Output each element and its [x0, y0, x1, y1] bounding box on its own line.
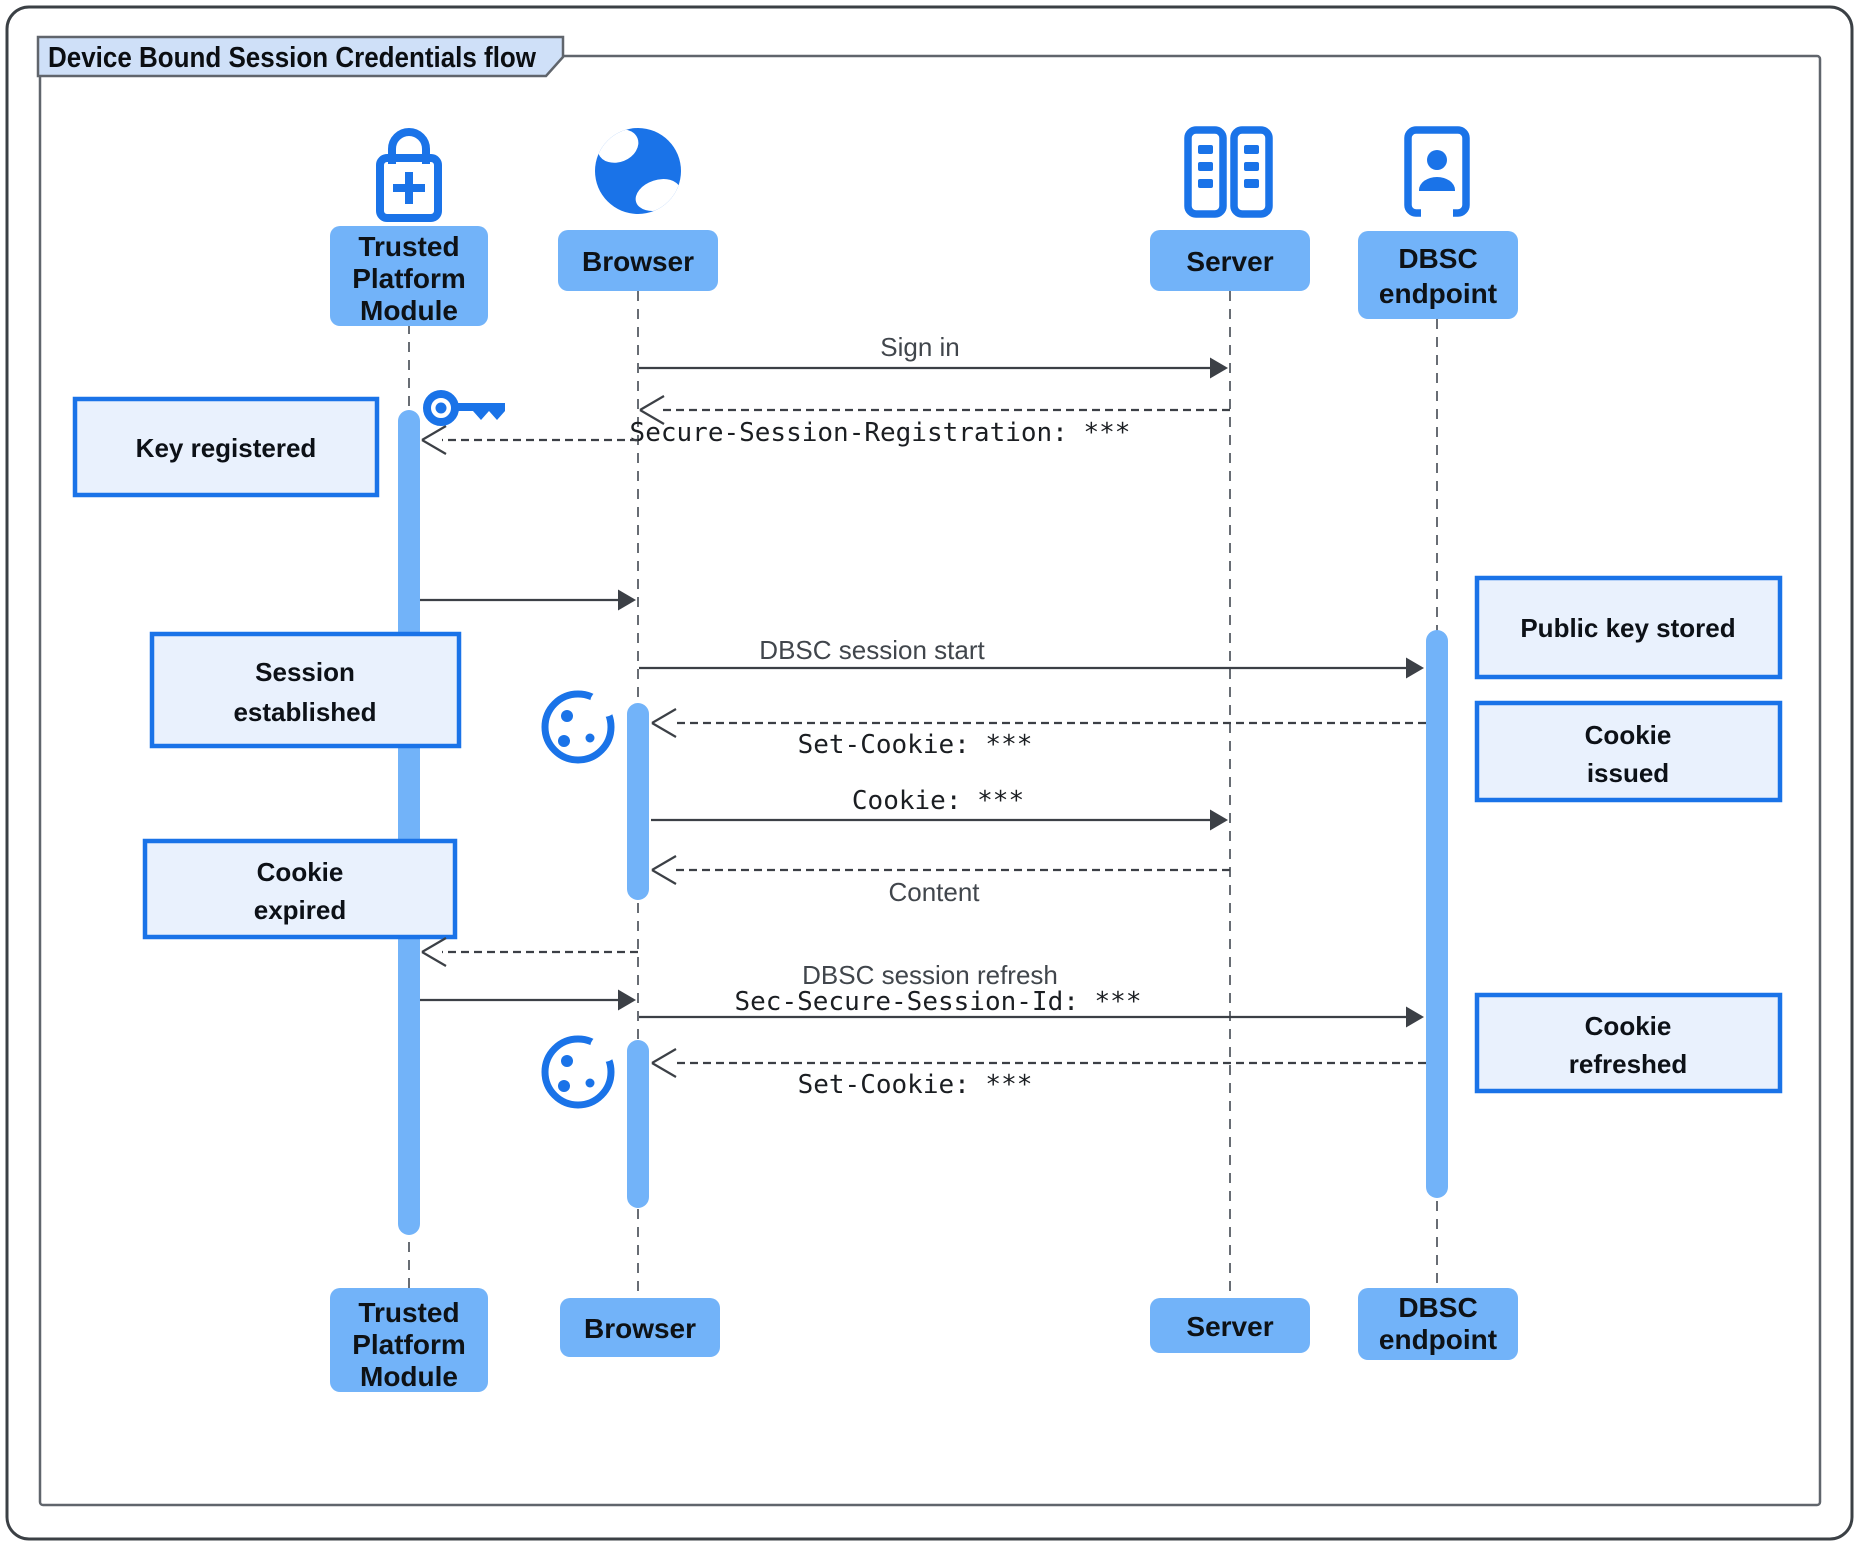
arrowhead-filled — [1210, 809, 1228, 831]
actor-tpm-bottom: Trusted Platform Module — [330, 1288, 488, 1392]
message-sign-in-label: Sign in — [880, 332, 960, 362]
actor-server-top: Server — [1150, 230, 1310, 291]
arrowhead-filled — [1406, 657, 1424, 679]
cookie-icon — [541, 1034, 618, 1109]
message-dbsc-session-refresh-label: DBSC session refresh — [802, 960, 1058, 990]
arrowhead-filled — [1406, 1006, 1424, 1028]
note-cookie-refreshed-line1: Cookie — [1585, 1011, 1672, 1041]
person-door-icon — [1404, 126, 1470, 217]
note-cookie-issued-line2: issued — [1587, 758, 1669, 788]
arrowhead-filled — [618, 589, 636, 611]
note-key-registered-label: Key registered — [136, 433, 317, 463]
actor-tpm-label-line1: Trusted — [358, 231, 459, 262]
message-content-label: Content — [888, 877, 980, 907]
actor-dbsc-bottom-line2: endpoint — [1379, 1324, 1497, 1355]
arrowhead-open — [651, 1048, 677, 1078]
note-cookie-expired-line1: Cookie — [257, 857, 344, 887]
key-icon — [423, 390, 505, 426]
actor-tpm-bottom-line1: Trusted — [358, 1297, 459, 1328]
message-key-ready — [420, 589, 636, 611]
actor-browser-label: Browser — [582, 246, 694, 277]
message-sign-in: Sign in — [639, 332, 1228, 379]
actor-tpm-label-line2: Platform — [352, 263, 466, 294]
actor-dbsc-bottom: DBSC endpoint — [1358, 1288, 1518, 1360]
activation-bar-browser-2 — [627, 1040, 649, 1208]
actor-server-bottom: Server — [1150, 1298, 1310, 1353]
message-set-cookie-1: Set-Cookie: *** — [651, 708, 1426, 760]
arrowhead-open — [421, 425, 447, 455]
arrowhead-filled — [1210, 357, 1228, 379]
actor-dbsc-top: DBSC endpoint — [1358, 231, 1518, 319]
lock-plus-icon — [376, 128, 442, 222]
note-key-registered: Key registered — [72, 396, 380, 498]
cookie-icon — [541, 689, 618, 764]
actor-dbsc-label-line1: DBSC — [1398, 243, 1477, 274]
message-dbsc-session-start: DBSC session start — [639, 635, 1424, 679]
arrowhead-open — [651, 855, 677, 885]
message-cookie-label: Cookie: *** — [852, 786, 1024, 816]
actor-dbsc-label-line2: endpoint — [1379, 278, 1497, 309]
note-session-established-line2: established — [233, 697, 376, 727]
message-secure-session-registration-label: Secure-Session-Registration: *** — [630, 418, 1131, 448]
message-request-proof — [421, 937, 638, 967]
actor-dbsc-bottom-line1: DBSC — [1398, 1292, 1477, 1323]
diagram-frame — [38, 54, 1822, 1507]
message-content: Content — [651, 855, 1230, 907]
message-register-key — [421, 425, 638, 455]
message-proof-ready — [420, 989, 636, 1011]
note-cookie-expired: Cookie expired — [142, 838, 458, 940]
activation-bar-browser-1 — [627, 703, 649, 900]
note-public-key-stored: Public key stored — [1474, 575, 1783, 680]
actor-server-label: Server — [1186, 246, 1273, 277]
message-secure-session-registration: Secure-Session-Registration: *** — [630, 395, 1230, 448]
activation-bar-tpm — [398, 410, 420, 1235]
actor-tpm-label-line3: Module — [360, 295, 458, 326]
note-cookie-refreshed: Cookie refreshed — [1474, 992, 1783, 1094]
arrowhead-open — [651, 708, 677, 738]
actor-server-bottom-label: Server — [1186, 1311, 1273, 1342]
message-sec-secure-session-id-label: Sec-Secure-Session-Id: *** — [735, 987, 1142, 1017]
title-tab: Device Bound Session Credentials flow — [36, 35, 565, 78]
message-set-cookie-2-label: Set-Cookie: *** — [798, 1070, 1033, 1100]
activation-bar-dbsc — [1426, 630, 1448, 1198]
actor-tpm-top: Trusted Platform Module — [330, 226, 488, 326]
arrowhead-open — [421, 937, 447, 967]
message-dbsc-session-refresh: DBSC session refresh Sec-Secure-Session-… — [639, 960, 1424, 1028]
globe-icon — [595, 128, 681, 214]
note-session-established: Session established — [149, 631, 462, 749]
note-cookie-expired-line2: expired — [254, 895, 347, 925]
note-session-established-line1: Session — [255, 657, 355, 687]
actor-tpm-bottom-line3: Module — [360, 1361, 458, 1392]
arrowhead-filled — [618, 989, 636, 1011]
arrowhead-open — [639, 395, 665, 425]
note-public-key-stored-label: Public key stored — [1520, 613, 1735, 643]
server-rack-icon — [1184, 126, 1273, 218]
note-cookie-issued: Cookie issued — [1474, 700, 1783, 803]
note-cookie-issued-line1: Cookie — [1585, 720, 1672, 750]
message-set-cookie-1-label: Set-Cookie: *** — [798, 730, 1033, 760]
diagram-title: Device Bound Session Credentials flow — [48, 42, 536, 74]
actor-browser-bottom-label: Browser — [584, 1313, 696, 1344]
actor-tpm-bottom-line2: Platform — [352, 1329, 466, 1360]
note-cookie-refreshed-line2: refreshed — [1569, 1049, 1688, 1079]
actor-browser-bottom: Browser — [560, 1298, 720, 1357]
actor-browser-top: Browser — [558, 230, 718, 291]
message-set-cookie-2: Set-Cookie: *** — [651, 1048, 1426, 1100]
message-cookie: Cookie: *** — [651, 786, 1228, 831]
message-dbsc-session-start-label: DBSC session start — [759, 635, 985, 665]
